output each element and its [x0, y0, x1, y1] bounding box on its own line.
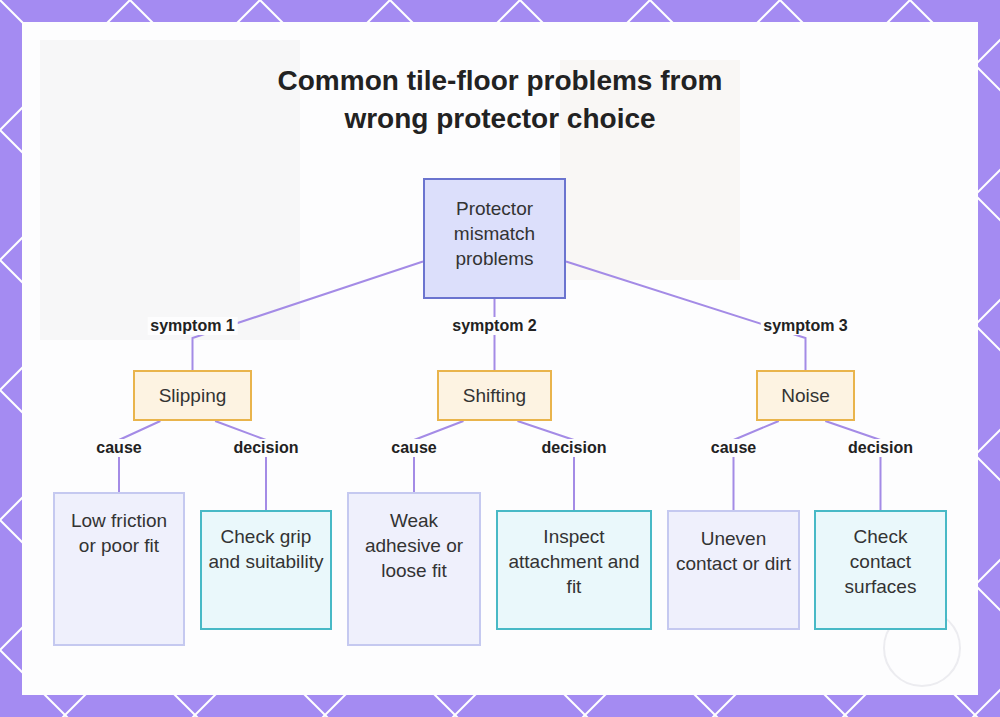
node-text: Protector mismatch problems — [431, 196, 558, 271]
decision-box: Check grip and suitability — [200, 510, 332, 630]
node-text: Uneven contact or dirt — [675, 526, 792, 576]
edge-label: symptom 3 — [760, 317, 850, 335]
connector — [518, 421, 575, 510]
node-text: Slipping — [141, 383, 244, 408]
connector — [193, 261, 424, 370]
node-text: Inspect attachment and fit — [504, 524, 644, 599]
decision-box: Check contact surfaces — [814, 510, 947, 630]
node-text: Check grip and suitability — [208, 524, 324, 574]
symptom-box: Noise — [756, 370, 855, 421]
connector — [734, 421, 779, 510]
node-text: Check contact surfaces — [822, 524, 939, 599]
node-text: Noise — [764, 383, 847, 408]
node-text: Weak adhesive or loose fit — [355, 508, 473, 583]
edge-label: symptom 1 — [147, 317, 237, 335]
root-box: Protector mismatch problems — [423, 178, 566, 299]
cause-box: Uneven contact or dirt — [667, 510, 800, 630]
node-text: Shifting — [445, 383, 544, 408]
card — [22, 22, 978, 695]
connector — [215, 421, 266, 510]
symptom-box: Shifting — [437, 370, 552, 421]
connector — [566, 261, 806, 370]
connector — [825, 421, 880, 510]
edge-label: decision — [231, 439, 302, 457]
decision-box: Inspect attachment and fit — [496, 510, 652, 630]
symptom-box: Slipping — [133, 370, 252, 421]
edge-label: decision — [845, 439, 916, 457]
edge-label: decision — [539, 439, 610, 457]
cause-box: Low friction or poor fit — [53, 492, 185, 646]
edge-label: cause — [708, 439, 759, 457]
node-text: Low friction or poor fit — [61, 508, 177, 558]
diagram-title: Common tile-floor problems from wrong pr… — [240, 62, 760, 138]
edge-label: cause — [388, 439, 439, 457]
cause-box: Weak adhesive or loose fit — [347, 492, 481, 646]
edge-label: symptom 2 — [449, 317, 539, 335]
faint-photo — [40, 40, 300, 340]
edge-label: cause — [93, 439, 144, 457]
